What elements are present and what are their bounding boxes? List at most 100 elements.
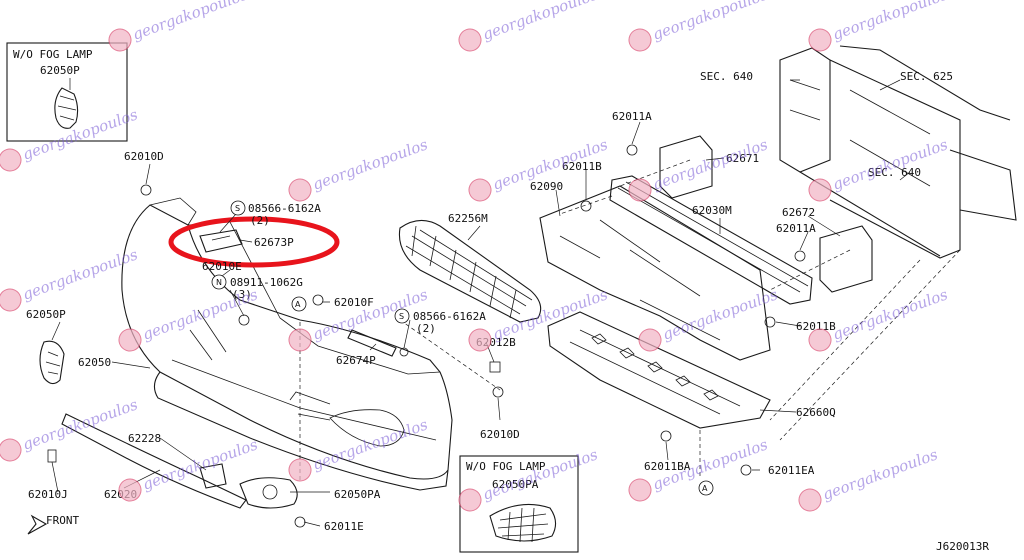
under-cover-holes <box>591 333 719 401</box>
watermark-3: georgakopoulos <box>628 0 770 52</box>
clip-62010d-a <box>140 184 152 196</box>
fog-cover-blank-drawing <box>489 503 557 542</box>
label-62671: 62671 <box>726 152 759 165</box>
watermark-5: georgakopoulos <box>0 105 140 172</box>
under-cover <box>547 311 771 429</box>
watermark-15: georgakopoulos <box>808 285 950 352</box>
watermark-logo-icon <box>638 328 662 352</box>
screw-symbol-b-text: S <box>399 312 404 321</box>
label-08911-qty: (3) <box>232 288 252 301</box>
core-support-details <box>789 79 931 187</box>
lower-grille-mesh <box>398 219 542 323</box>
fog-cover-62050pa-main <box>239 477 298 509</box>
ref-marker-a-top <box>291 296 307 312</box>
watermark-18: georgakopoulos <box>288 415 430 482</box>
front-direction-indicator: FRONT <box>27 514 79 535</box>
watermark-logo-icon <box>458 28 482 52</box>
nut-symbol <box>211 274 227 290</box>
screw-symbol-a <box>230 200 246 216</box>
grille-slots-left <box>189 309 227 361</box>
watermark-logo-icon <box>0 148 22 172</box>
label-62011b-a: 62011B <box>562 160 602 173</box>
bracket-slot <box>211 235 231 241</box>
label-08566-b-qty: (2) <box>416 322 436 335</box>
watermark-logo-icon <box>468 178 492 202</box>
label-08566-a: 08566-6162A <box>248 202 321 215</box>
label-62050pa: 62050PA <box>334 488 381 501</box>
watermark-logo-icon <box>628 28 652 52</box>
ref-marker-a-bottom <box>698 480 714 496</box>
label-sec640-a: SEC. 640 <box>700 70 753 83</box>
reinforcement-bar <box>609 175 813 305</box>
label-62011ba: 62011BA <box>644 460 691 473</box>
bumper-reinforcement <box>609 175 813 305</box>
watermark-text: georgakopoulos <box>820 445 940 503</box>
clip-62011ba <box>660 430 672 442</box>
absorber-outline <box>539 185 771 361</box>
watermark-logo-icon <box>0 438 22 462</box>
fog-lamp-cover-drawing <box>54 87 79 129</box>
screw-symbol-a-text: S <box>235 204 240 213</box>
drawing-code: J620013R <box>936 540 989 553</box>
watermark-13: georgakopoulos <box>468 285 610 352</box>
absorber-ribs <box>559 219 721 341</box>
fog-cover-left <box>39 340 65 385</box>
inset-fog-cover-bottom: W/O FOG LAMP 62050PA <box>459 455 579 553</box>
label-62011b-b: 62011B <box>796 320 836 333</box>
core-support-left-pillar <box>779 47 831 173</box>
label-62050p: 62050P <box>26 308 66 321</box>
label-62011ea: 62011EA <box>768 464 815 477</box>
fasteners <box>47 144 806 528</box>
front-label: FRONT <box>46 514 79 527</box>
alignment-lines <box>299 159 961 480</box>
watermark-text: georgakopoulos <box>650 0 770 44</box>
watermark-logo-icon <box>628 178 652 202</box>
ref-marker-a-top-text: A <box>295 300 301 309</box>
watermark-4: georgakopoulos <box>808 0 950 52</box>
label-62011a-b: 62011A <box>776 222 816 235</box>
watermark-logo-icon <box>808 328 832 352</box>
watermark-logo-icon <box>628 478 652 502</box>
fog-lamp-opening <box>329 409 405 447</box>
label-62010e: 62010E <box>202 260 242 273</box>
watermark-logo-icon <box>798 488 822 512</box>
inset-fog-lamp-cover: W/O FOG LAMP 62050P <box>6 42 128 142</box>
bolt-62011b-b <box>764 316 776 328</box>
reinforcement-edges <box>617 181 809 293</box>
watermark-logo-icon <box>108 28 132 52</box>
watermark-text: georgakopoulos <box>830 0 950 44</box>
inset-part-number: 62050P <box>40 64 80 77</box>
screw-symbol-b <box>394 308 410 324</box>
bracket-62674p <box>347 329 397 357</box>
clip-62010f <box>312 294 324 306</box>
label-62673p: 62673P <box>254 236 294 249</box>
watermark-text: georgakopoulos <box>310 135 430 193</box>
inset-title: W/O FOG LAMP <box>13 48 93 61</box>
highlight-ellipse <box>168 216 340 268</box>
label-62010j: 62010J <box>28 488 68 501</box>
cap-62228 <box>199 463 227 489</box>
label-62660q: 62660Q <box>796 406 836 419</box>
watermark-text: georgakopoulos <box>490 285 610 343</box>
lower-molding-strip <box>61 413 298 509</box>
watermark-logo-icon <box>458 488 482 512</box>
watermark-logo-icon <box>808 28 832 52</box>
stay-brackets <box>659 135 873 293</box>
callout-labels: 62010D 08566-6162A (2) 62673P 62010E 089… <box>26 70 953 533</box>
grille-outline <box>398 219 542 323</box>
fascia-lower-lip <box>153 371 449 491</box>
watermark-logo-icon <box>118 478 142 502</box>
watermark-text: georgakopoulos <box>20 395 140 453</box>
watermark-text: georgakopoulos <box>130 0 250 44</box>
bracket-62674p-drawing <box>347 329 397 357</box>
label-62010f: 62010F <box>334 296 374 309</box>
clip-62012b <box>489 361 501 373</box>
watermark-text: georgakopoulos <box>310 415 430 473</box>
watermark-6: georgakopoulos <box>288 135 430 202</box>
label-62030m: 62030M <box>692 204 732 217</box>
label-62674p: 62674P <box>336 354 376 367</box>
bolt-62011a-b <box>794 250 806 262</box>
fog-cover-left-drawing <box>39 340 65 385</box>
watermark-logo-icon <box>808 178 832 202</box>
